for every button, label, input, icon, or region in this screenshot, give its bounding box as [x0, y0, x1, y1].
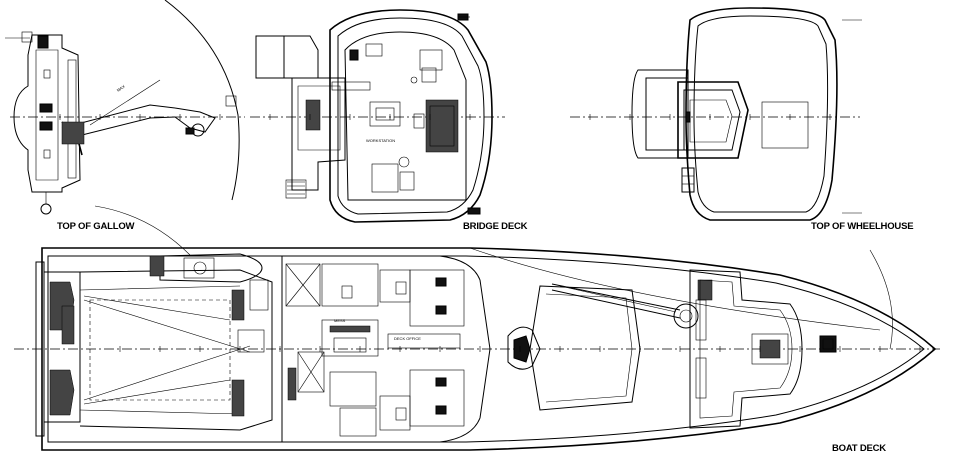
bridge-deck-view: WORKSTATION — [250, 9, 505, 223]
top-of-wheelhouse-view — [570, 7, 862, 221]
label-boat-deck: BOAT DECK — [832, 443, 886, 454]
svg-text:DECK OFFICE: DECK OFFICE — [394, 336, 421, 341]
svg-text:MESS: MESS — [334, 318, 346, 323]
top-of-gallow-view: MAX — [5, 0, 245, 256]
frame-ticks — [59, 114, 921, 352]
svg-text:MAX: MAX — [116, 84, 126, 93]
label-top-of-gallow: TOP OF GALLOW — [57, 221, 135, 232]
boat-deck-view: DECK OFFICE MESS — [14, 247, 940, 451]
label-bridge-deck: BRIDGE DECK — [463, 221, 528, 232]
svg-text:WORKSTATION: WORKSTATION — [366, 138, 395, 143]
label-top-of-wheelhouse: TOP OF WHEELHOUSE — [811, 221, 913, 232]
